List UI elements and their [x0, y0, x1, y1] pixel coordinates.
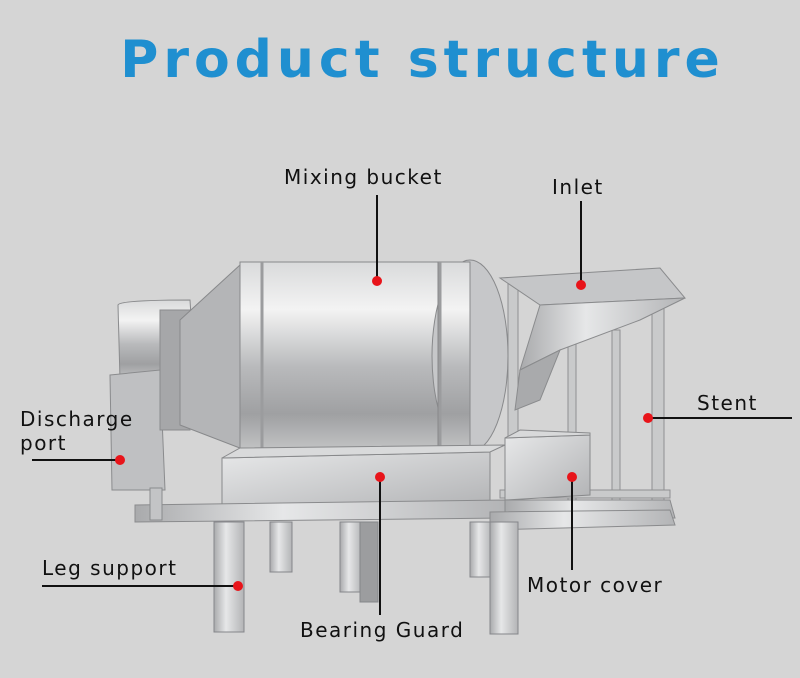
leg-supports — [213, 521, 519, 635]
label-mixing-bucket: Mixing bucket — [284, 165, 443, 189]
inlet-hopper — [498, 267, 687, 411]
marker-motor-cover — [567, 472, 577, 482]
label-inlet: Inlet — [552, 175, 604, 199]
base-frame — [134, 487, 676, 531]
label-bearing-guard: Bearing Guard — [300, 618, 465, 642]
label-stent: Stent — [697, 391, 758, 415]
label-leg-support: Leg support — [42, 556, 178, 580]
label-discharge-line2: port — [20, 431, 67, 455]
marker-leg-support — [233, 581, 243, 591]
marker-bearing-guard — [375, 472, 385, 482]
marker-discharge-port — [115, 455, 125, 465]
label-motor-cover: Motor cover — [527, 573, 664, 597]
leader-lines — [32, 195, 792, 615]
markers — [115, 276, 653, 591]
marker-stent — [643, 413, 653, 423]
label-discharge-line1: Discharge — [20, 407, 134, 431]
bearing-guard-box — [221, 444, 506, 509]
mixing-bucket-drum — [179, 259, 509, 453]
marker-inlet — [576, 280, 586, 290]
page-title: Product structure — [120, 30, 725, 90]
motor-cover-box — [504, 429, 591, 501]
marker-mixing-bucket — [372, 276, 382, 286]
